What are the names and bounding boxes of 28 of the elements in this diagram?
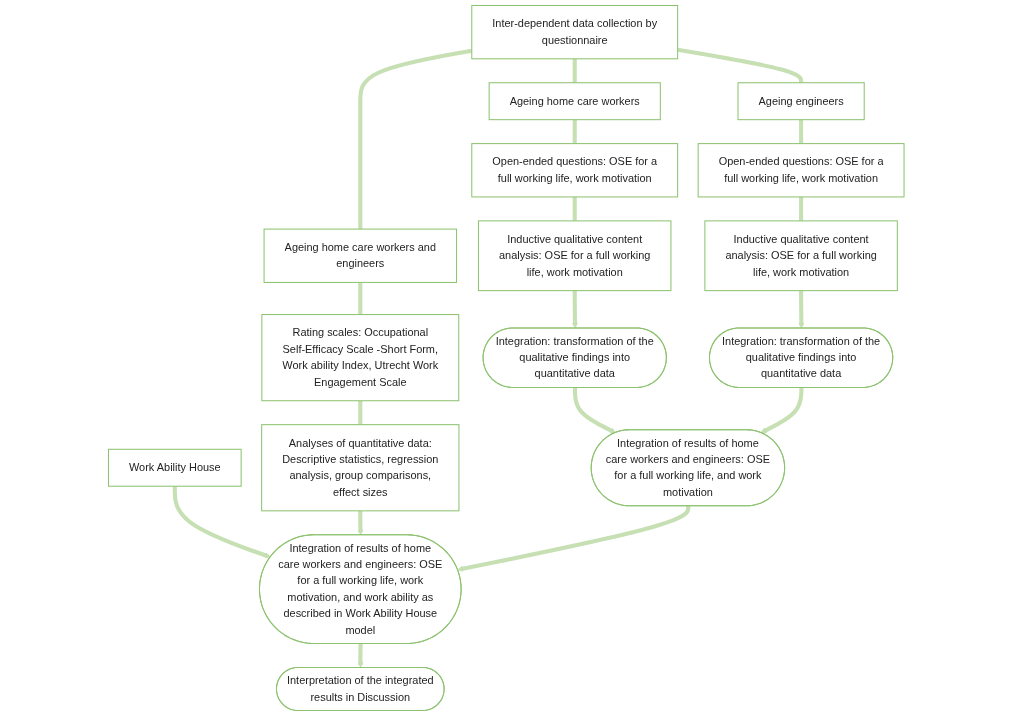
- arrow: [357, 510, 364, 536]
- connector: [798, 119, 803, 144]
- node-box: Inductive qualitative content analysis: OSE for a full working life, work motivation: [477, 220, 672, 292]
- connector: [572, 58, 577, 83]
- node-box: Inductive qualitative content analysis: OSE for a full working life, work motivation: [704, 220, 898, 292]
- node-box: Ageing engineers: [737, 82, 865, 121]
- arrow: [172, 486, 271, 559]
- arrow: [798, 290, 805, 329]
- arrow: [357, 643, 364, 669]
- node-box: Ageing home care workers and engineers: [263, 228, 457, 283]
- node-box: Open-ended questions: OSE for a full working life, work motivation: [697, 143, 905, 198]
- connector: [572, 196, 577, 221]
- connector: [357, 48, 472, 230]
- arrow: [571, 290, 578, 329]
- connector: [357, 400, 363, 425]
- node-box: Open-ended questions: OSE for a full working life, work motivation: [471, 143, 678, 198]
- connector: [357, 282, 363, 315]
- connector: [798, 196, 803, 221]
- arrow: [760, 387, 804, 434]
- node-box: Inter-dependent data collection by questionnaire: [471, 4, 678, 60]
- node-box: Rating scales: Occupational Self-Efficacy Scale -Short Form, Work ability Index, Utrecht Work Engagement Scale: [261, 314, 459, 402]
- node-box: Work Ability House: [107, 448, 242, 487]
- node-box: Ageing home care workers: [488, 82, 661, 121]
- connector: [677, 47, 803, 83]
- connector: [572, 119, 577, 144]
- arrow: [572, 387, 616, 434]
- node-box: Analyses of quantitative data: Descriptive statistics, regression analysis, group comparisons, effect sizes: [260, 424, 460, 512]
- arrow: [457, 506, 691, 572]
